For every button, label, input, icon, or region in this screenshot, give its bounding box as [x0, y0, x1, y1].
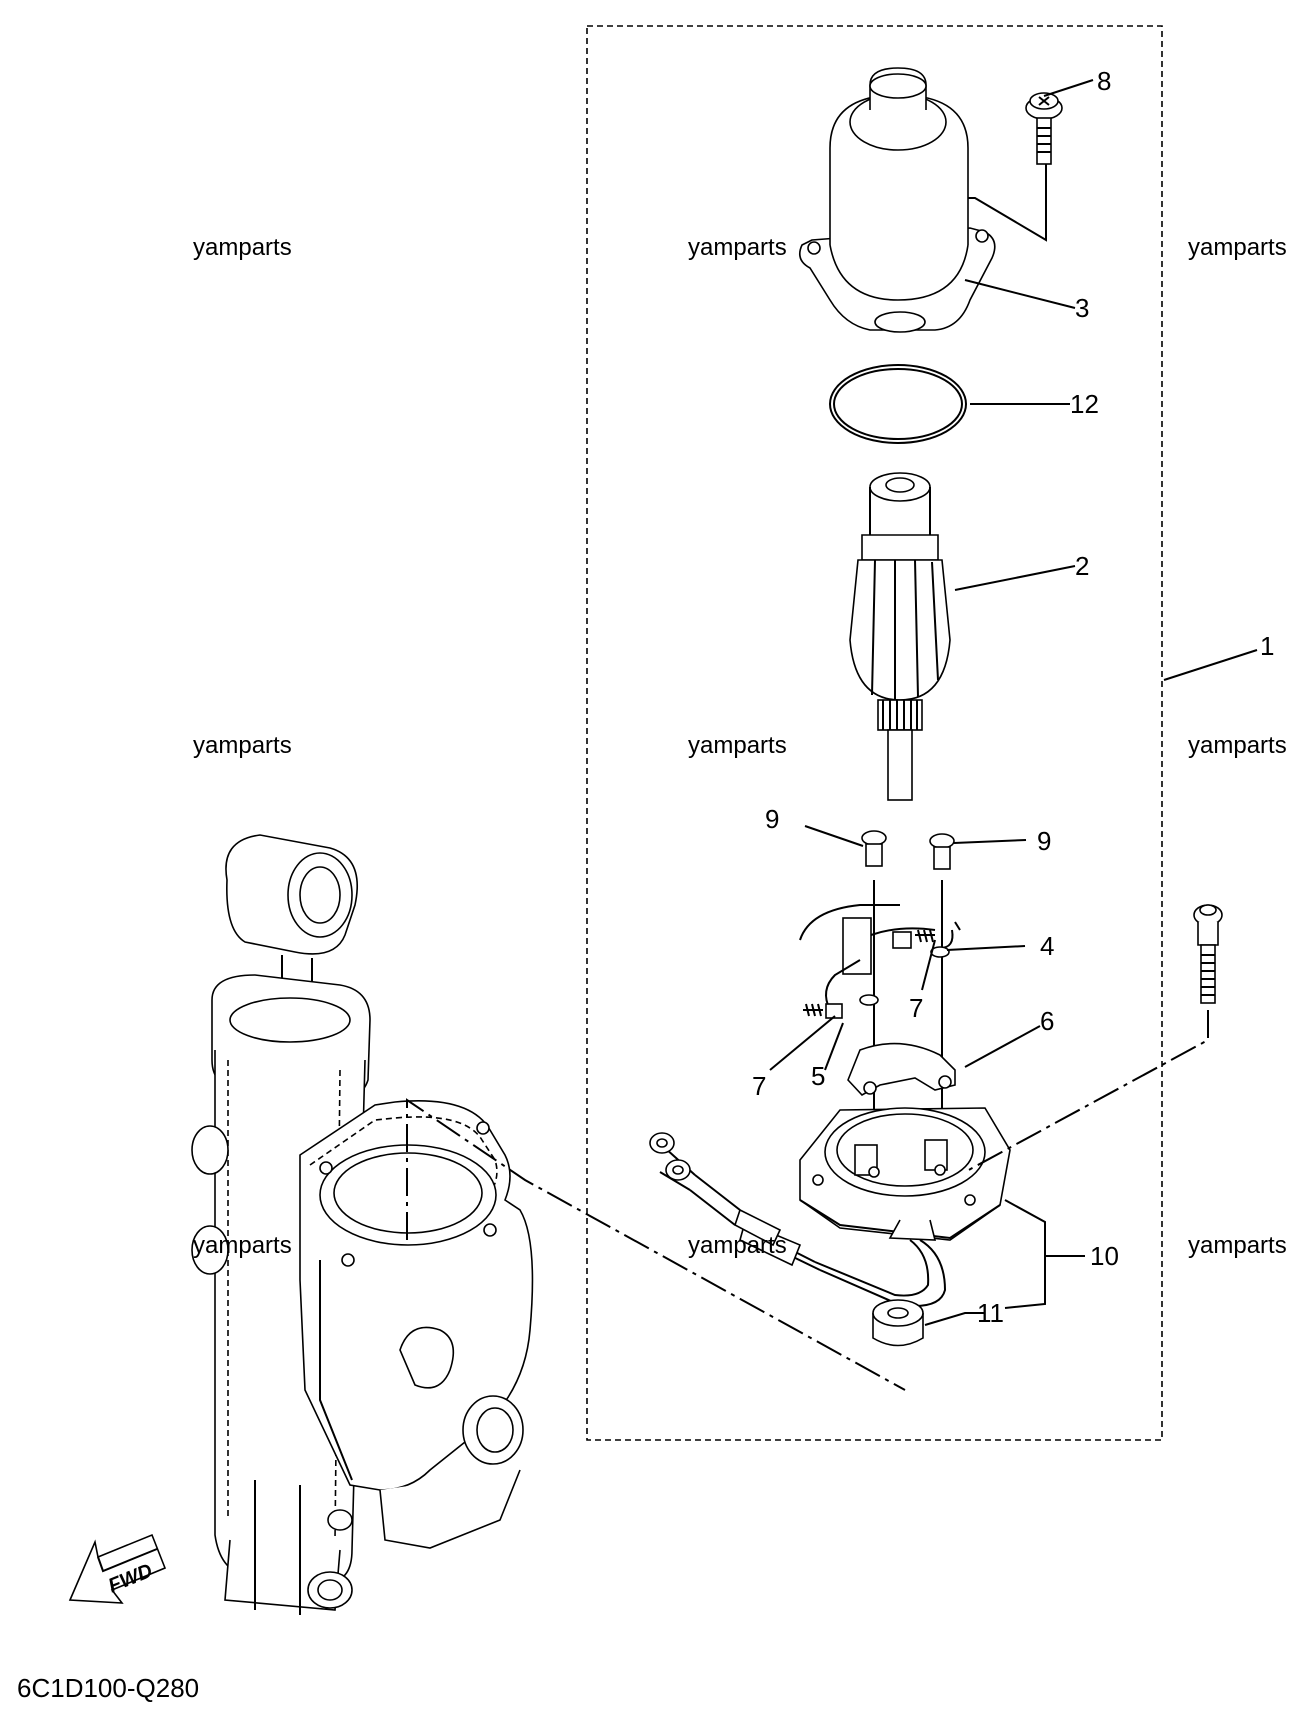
- callout-8: 8: [1097, 66, 1111, 96]
- screw-9-left: [861, 830, 887, 867]
- armature: [849, 472, 951, 801]
- grommet: [872, 1299, 924, 1347]
- callout-7-right: 7: [909, 993, 923, 1023]
- end-cover: [649, 1107, 1011, 1307]
- screw-8: [1025, 92, 1063, 165]
- screw-9-right: [929, 833, 955, 870]
- bolt-path-line: [964, 1010, 1209, 1173]
- watermark: yamparts: [1188, 1232, 1287, 1259]
- shaft-center-line: [406, 1098, 906, 1391]
- watermark: yamparts: [688, 234, 787, 261]
- brush-holder: [799, 904, 961, 1019]
- callout-12: 12: [1070, 389, 1099, 419]
- callout-4: 4: [1040, 931, 1054, 961]
- leader-lines: [769, 79, 1258, 1326]
- callout-9-right: 9: [1037, 826, 1051, 856]
- watermark: yamparts: [688, 732, 787, 759]
- callout-9-left: 9: [765, 804, 779, 834]
- callout-1: 1: [1260, 631, 1274, 661]
- callout-6: 6: [1040, 1006, 1054, 1036]
- watermark: yamparts: [193, 1232, 292, 1259]
- callout-2: 2: [1075, 551, 1089, 581]
- assembly-boundary: [586, 25, 1163, 1441]
- drawing-code: 6C1D100-Q280: [17, 1673, 199, 1703]
- fwd-arrow-icon: FWD: [68, 1533, 167, 1604]
- watermark: yamparts: [688, 1232, 787, 1259]
- o-ring: [829, 364, 967, 444]
- screw-8-path-line: [968, 164, 1047, 242]
- mounting-bolt: [1193, 904, 1223, 1004]
- callout-11: 11: [977, 1298, 1004, 1328]
- callout-10: 10: [1090, 1241, 1119, 1271]
- callout-7-left: 7: [752, 1071, 766, 1101]
- callout-5: 5: [811, 1061, 825, 1091]
- watermark: yamparts: [193, 732, 292, 759]
- watermark: yamparts: [1188, 234, 1287, 261]
- brush-plate: [847, 1042, 956, 1097]
- motor-yoke: [799, 67, 996, 333]
- watermark: yamparts: [193, 234, 292, 261]
- callout-3: 3: [1075, 293, 1089, 323]
- watermark: yamparts: [1188, 732, 1287, 759]
